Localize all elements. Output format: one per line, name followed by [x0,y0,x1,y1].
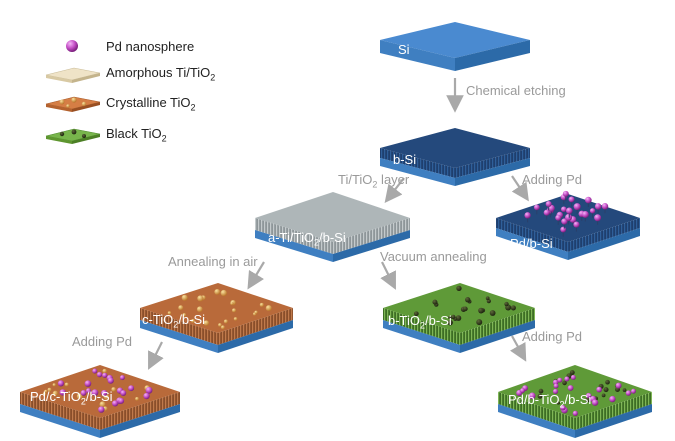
label-b-si: b-Si [393,152,417,167]
crystallites-c-tio2 [167,288,272,330]
label-a-ti: a-Ti/TiO2/b-Si [268,230,346,248]
label-pd-c: Pd/c-TiO2/b-Si [30,389,113,407]
legend-label-amorphous: Amorphous Ti/TiO2 [106,65,216,83]
step-adding-pd-1: Adding Pd [522,172,582,187]
label-b-tio2: b-TiO2/b-Si [388,313,452,331]
label-si: Si [398,42,410,57]
legend-item-amorphous: Amorphous Ti/TiO2 [98,63,215,85]
legend-item-pd: Pd nanosphere [98,35,194,57]
label-pd-b: Pd/b-TiO2/b-Si [508,392,592,410]
block-a-ti [255,192,410,262]
pd-spheres-pd-bsi [524,190,609,237]
arrow-adding-pd-3 [510,335,527,362]
block-b-tio2 [383,283,535,353]
step-adding-pd-3: Adding Pd [522,329,582,344]
legend-item-crystalline: Crystalline TiO2 [98,93,196,115]
arrow-adding-pd-2 [148,341,164,370]
block-b-si [380,128,530,186]
legend-black-icon [45,128,101,144]
process-arrows [148,78,529,370]
legend [45,40,101,144]
block-c-tio2 [140,283,293,353]
legend-pd-sphere-icon [66,40,78,52]
arrow-adding-pd-1 [511,175,529,202]
label-pd-bsi: Pd/b-Si [510,236,553,251]
legend-label-crystalline: Crystalline TiO2 [106,95,196,113]
block-pd-b [498,365,652,438]
legend-label-pd: Pd nanosphere [106,38,195,54]
label-c-tio2: c-TiO2/b-Si [142,312,206,330]
arrow-ti-layer [384,177,405,203]
block-pd-c [20,365,180,438]
pd-spheres-pd-b [516,374,636,416]
pd-spheres-pd-c [57,368,153,413]
step-adding-pd-2: Adding Pd [72,334,132,349]
legend-amorphous-icon [45,67,101,83]
arrow-vacuum [380,261,396,290]
step-annealing-air: Annealing in air [168,254,258,269]
dark-spots-b-tio2 [413,285,516,326]
step-vacuum-annealing: Vacuum annealing [380,249,487,264]
step-ti-layer: Ti/TiO2 layer [338,172,410,190]
step-chemical-etching: Chemical etching [466,83,566,98]
legend-label-black: Black TiO2 [106,126,167,144]
particle-layer [42,190,636,416]
arrow-annealing-air [247,261,265,290]
legend-crystalline-icon [45,96,101,112]
block-si [380,22,530,71]
legend-item-black: Black TiO2 [98,124,167,146]
